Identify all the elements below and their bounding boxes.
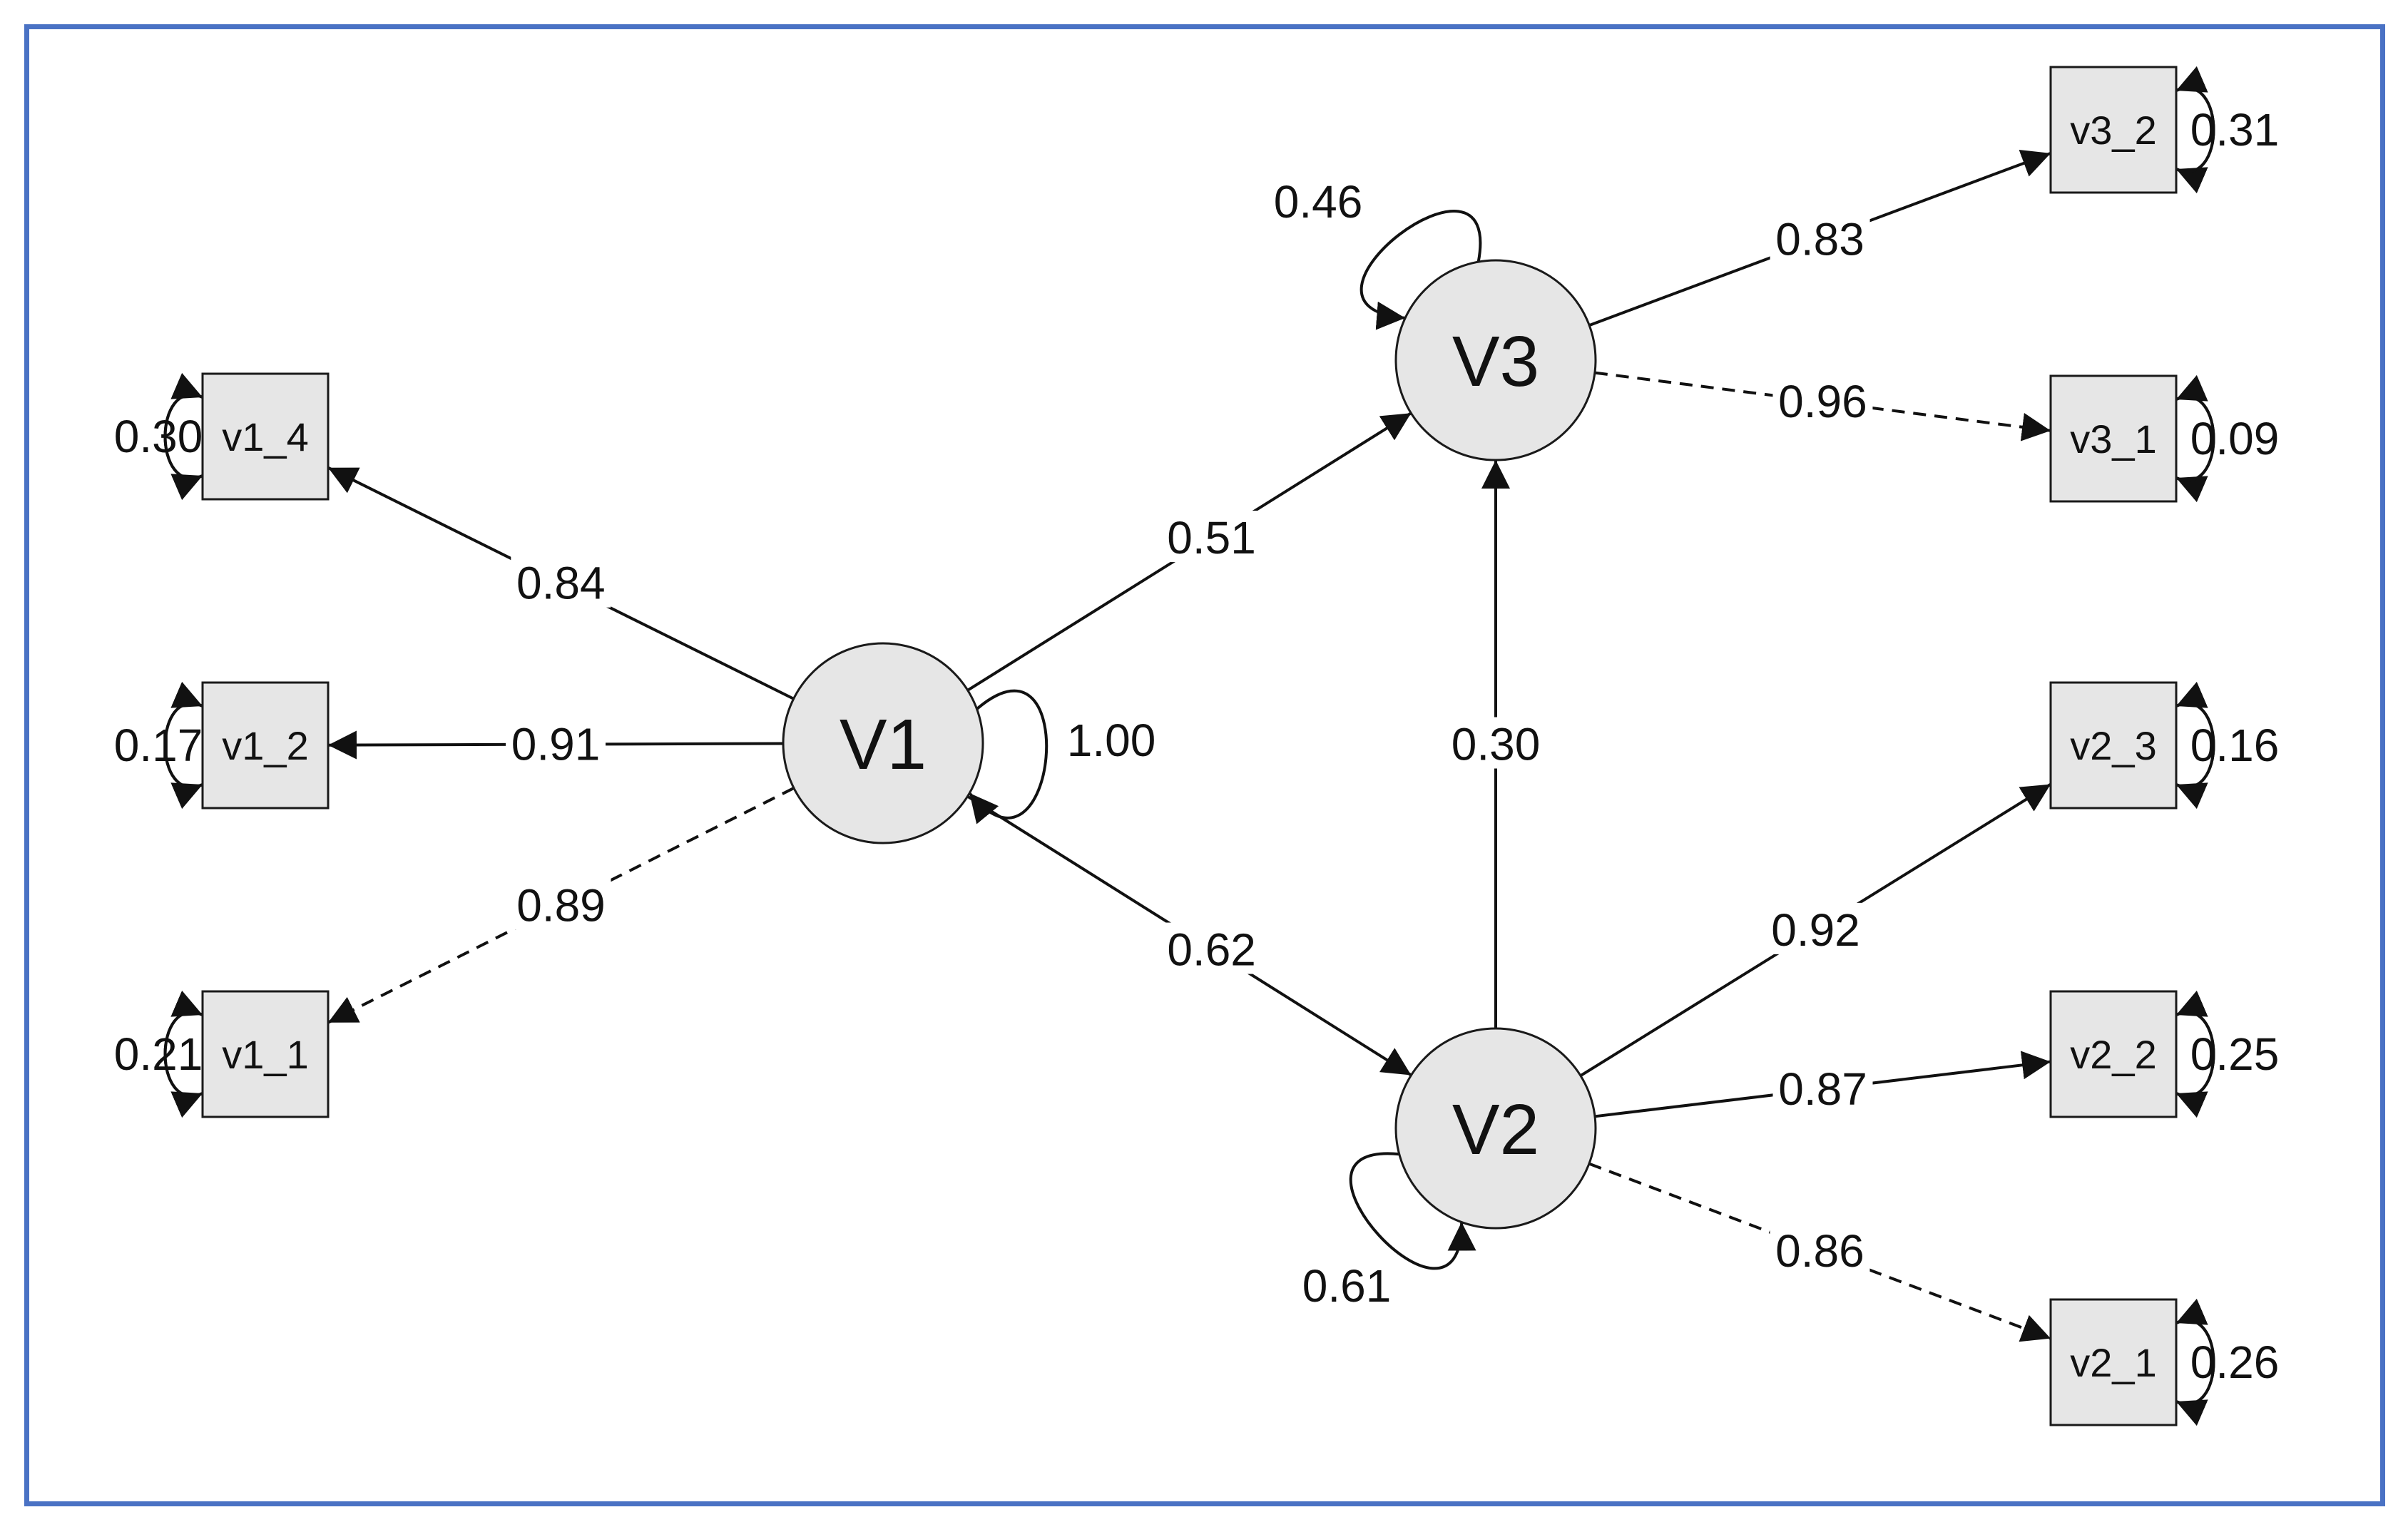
diagram-frame [24,24,2385,1506]
indicator-variance: 0.31 [2190,104,2280,155]
indicator-label: v1_1 [222,1032,308,1077]
indicator-label: v2_2 [2070,1032,2156,1077]
path-coef-V2-v2_2: 0.87 [1778,1063,1867,1115]
indicator-v3_1: v3_1 [2049,374,2178,503]
indicator-v2_3: v2_3 [2049,681,2178,810]
indicator-v2_2: v2_2 [2049,990,2178,1118]
latent-V2: V2 [1394,1027,1597,1230]
path-coef-V2-V3: 0.30 [1452,719,1541,770]
indicator-variance: 0.17 [114,720,203,771]
variance-loop-return [163,372,203,480]
indicator-variance: 0.26 [2190,1337,2280,1388]
indicator-v2_1: v2_1 [2049,1298,2178,1426]
latent-variance: 0.46 [1274,176,1363,228]
indicator-v1_1: v1_1 [201,990,330,1118]
path-coef-V1-V3: 0.51 [1167,512,1256,563]
latent-variance-loop [968,689,1049,824]
indicator-v1_4: v1_4 [201,372,330,501]
indicator-variance: 0.30 [114,411,203,462]
indicator-box [2049,990,2178,1118]
indicator-label: v3_2 [2070,108,2156,153]
indicator-variance: 0.16 [2190,720,2280,771]
indicator-box [201,372,330,501]
path-coef-V2-v2_1: 0.86 [1775,1225,1864,1277]
latent-variance: 1.00 [1067,715,1156,766]
path-coef-V1-V2: 0.62 [1167,924,1256,976]
latent-circle [1394,1027,1597,1230]
indicator-label: v1_4 [222,414,308,459]
variance-loops-layer [163,66,2215,1426]
indicator-label: v3_1 [2070,417,2156,461]
variance-loop-return [2175,681,2215,789]
latent-variance: 0.61 [1302,1260,1392,1312]
variance-loop-return [2175,66,2215,173]
latent-label: V2 [1452,1090,1539,1170]
coef-label-bg [1772,1061,1873,1113]
indicator-variance: 0.21 [114,1028,203,1080]
latent-V1: V1 [782,642,984,844]
coef-label-bg [506,717,606,769]
coef-label-bg [511,878,611,930]
indicator-variance: 0.25 [2190,1028,2280,1080]
variance-loop-return [2175,1298,2215,1406]
path-coef-V2-v2_3: 0.92 [1771,904,1860,956]
indicator-box [2049,66,2178,194]
variance-label-bg [1297,1257,1397,1312]
latent-variance-loop [1359,210,1482,330]
indicator-label: v2_3 [2070,723,2156,768]
variance-loop-return [2175,990,2215,1098]
indicator-v3_2: v3_2 [2049,66,2178,194]
latent-circle [782,642,984,844]
labels-layer: 0.84 0.91 0.89 0.51 0.62 0.30 0.83 0.96 0.92 0.87… [114,104,2280,1388]
latent-circle [1394,259,1597,461]
path-coef-V3-v3_2: 0.83 [1775,213,1864,265]
indicator-box [2049,374,2178,503]
coef-label-bg [1161,922,1262,974]
indicator-variance: 0.09 [2190,413,2280,464]
variance-loop-return [163,681,203,789]
variance-loop-return [2175,374,2215,482]
coef-label-bg [1765,902,1866,954]
indicator-box [201,990,330,1118]
indicator-box [2049,1298,2178,1426]
coef-label-bg [1772,374,1873,427]
latent-label: V3 [1452,322,1539,402]
latent-variance-loop [1349,1152,1476,1270]
path-coef-V3-v3_1: 0.96 [1778,376,1867,427]
indicator-box [201,681,330,810]
path-coef-V1-v1_1: 0.89 [516,879,606,931]
path-coef-V1-v1_2: 0.91 [511,719,601,770]
coef-label-bg [1446,717,1546,769]
coef-label-bg [1161,511,1262,563]
latent-label: V1 [840,705,927,785]
coef-label-bg [1770,1224,1870,1276]
path-V3-to-v3_1 [1594,371,2051,441]
coef-label-bg [511,556,611,608]
indicator-box [2049,681,2178,810]
path-coef-V1-v1_4: 0.84 [516,558,606,609]
variance-loop-return [163,990,203,1098]
variance-label-bg [1061,712,1161,766]
indicator-label: v1_2 [222,723,308,768]
variance-label-bg [1268,173,1368,228]
coef-label-bg [1770,212,1870,264]
indicator-v1_2: v1_2 [201,681,330,810]
indicator-label: v2_1 [2070,1340,2156,1385]
latent-V3: V3 [1394,259,1597,461]
